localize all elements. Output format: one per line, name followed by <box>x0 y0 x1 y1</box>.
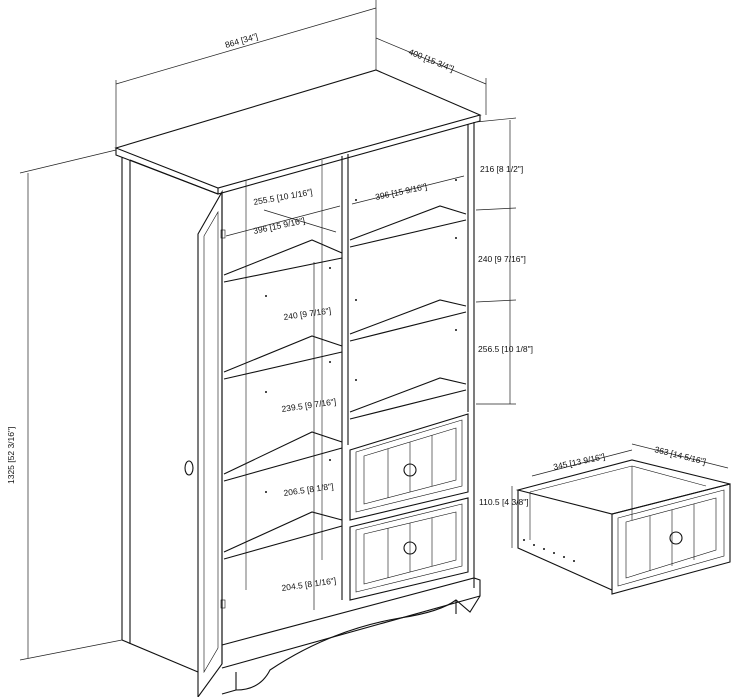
dimension-lines <box>19 0 729 661</box>
cabinet-left-side <box>121 157 219 673</box>
cabinet-drawer-bottom <box>349 497 469 601</box>
dimension-labels: 864 [34"] 400 [15 3/4"] 1325 [52 3/16"] … <box>6 31 707 593</box>
overall-height-label: 1325 [52 3/16"] <box>6 427 16 484</box>
cabinet-base <box>221 577 481 695</box>
overall-depth-label: 400 [15 3/4"] <box>407 47 455 74</box>
left-space-4-label: 204.5 [8 1/16"] <box>281 575 337 593</box>
cabinet-drawer-top <box>349 413 469 521</box>
drawer-height-label: 110.5 [4 3/8"] <box>479 497 529 507</box>
drawer-depth-label: 363 [14 5/16"] <box>654 444 708 466</box>
left-shelf-width-label: 396 [15 9/16"] <box>252 215 306 236</box>
left-space-2-label: 239.5 [9 7/16"] <box>281 396 337 414</box>
left-shelf-depth-label: 255.5 [10 1/16"] <box>253 187 314 207</box>
left-space-3-label: 206.5 [8 1/8"] <box>283 481 334 498</box>
detached-drawer <box>515 459 731 595</box>
left-space-1-label: 240 [9 7/16"] <box>283 305 332 322</box>
right-space-bottom-label: 256.5 [10 1/8"] <box>478 344 533 354</box>
right-space-middle-label: 240 [9 7/16"] <box>478 254 526 264</box>
right-shelf-width-label: 396 [15 9/16"] <box>374 181 428 202</box>
right-space-top-label: 216 [8 1/2"] <box>480 164 523 174</box>
cabinet-interior <box>221 122 475 664</box>
cabinet-door <box>184 189 226 697</box>
